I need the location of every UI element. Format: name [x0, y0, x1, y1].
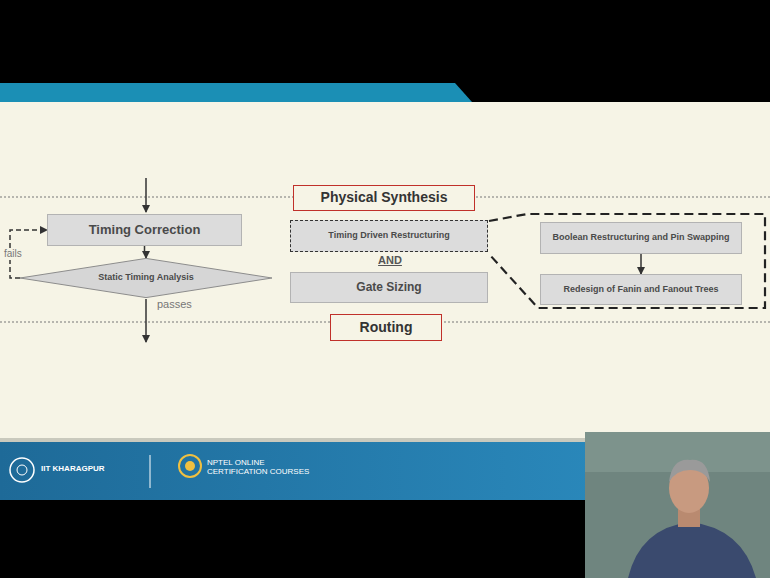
stage-box: Routing [330, 314, 442, 341]
video-inset [585, 432, 770, 578]
nptel-logo [179, 455, 201, 477]
footer-divider [150, 455, 151, 488]
iit-emblem [17, 465, 27, 475]
decision-diamond: Static Timing Analysis [20, 258, 272, 298]
flow-arrow [145, 246, 147, 258]
node-text: Routing [360, 320, 413, 335]
node-text: Gate Sizing [356, 281, 421, 294]
branch-label: passes [157, 298, 192, 311]
flow-arrow [640, 254, 642, 274]
process-box: Timing Driven Restructuring [290, 220, 488, 252]
iit-emblem [10, 458, 34, 482]
nptel-logo [185, 461, 195, 471]
node-text: Timing Driven Restructuring [328, 231, 449, 241]
process-box: Redesign of Fanin and Fanout Trees [540, 274, 742, 305]
title-stripe [0, 83, 472, 102]
node-text: Timing Correction [89, 223, 201, 237]
course-banner: NPTEL ONLINE CERTIFICATION COURSES [207, 458, 317, 476]
process-box: Boolean Restructuring and Pin Swapping [540, 222, 742, 254]
process-box: Gate Sizing [290, 272, 488, 303]
connector-word: AND [370, 254, 410, 267]
top-band [0, 0, 770, 103]
node-text: Physical Synthesis [321, 190, 448, 205]
node-text: Static Timing Analysis [98, 273, 194, 283]
stage-box: Physical Synthesis [293, 185, 475, 211]
expansion-outline [489, 214, 765, 308]
flow-arrow [145, 178, 147, 212]
process-box: Timing Correction [47, 214, 242, 246]
institute-name: IIT KHARAGPUR [41, 464, 105, 473]
node-text: Boolean Restructuring and Pin Swapping [552, 233, 729, 243]
flow-arrow [145, 299, 147, 342]
node-text: Redesign of Fanin and Fanout Trees [563, 285, 718, 295]
edge-label: fails [3, 248, 23, 260]
slide-ground [0, 102, 770, 438]
